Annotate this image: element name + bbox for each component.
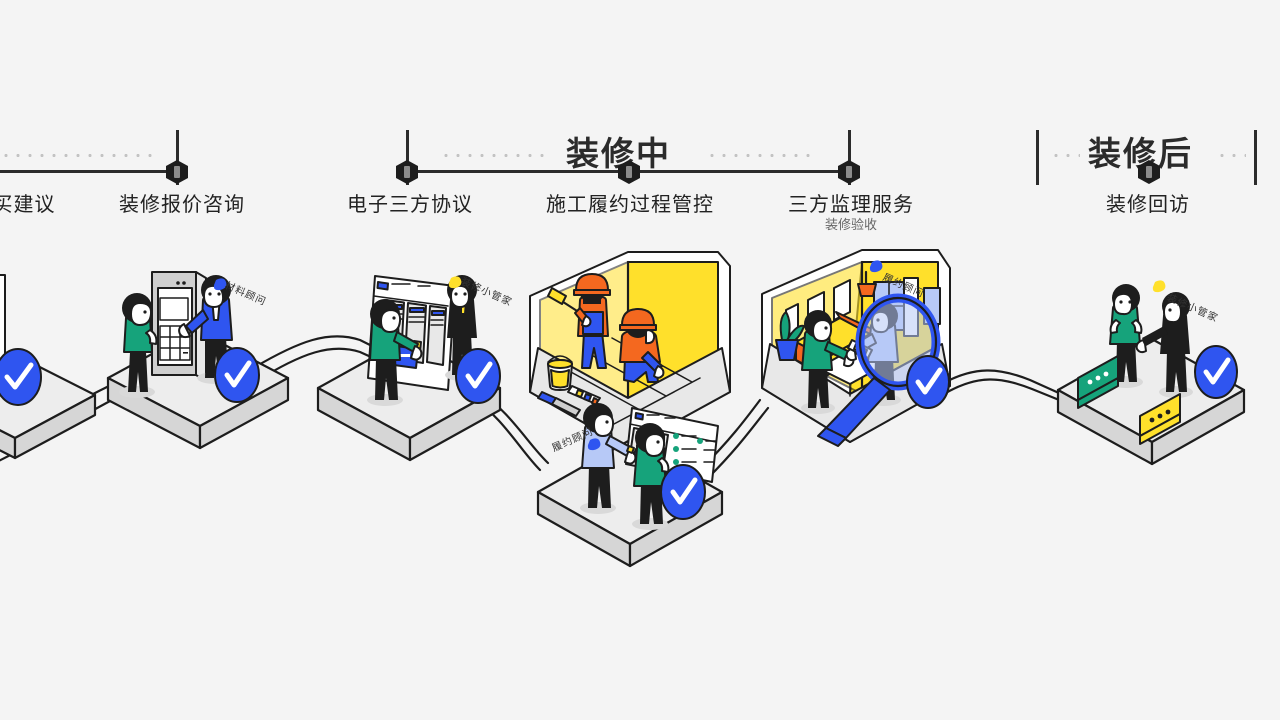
timeline-label-control: 施工履约过程管控	[546, 194, 714, 216]
magnifier-icon	[817, 293, 941, 447]
sofa	[795, 311, 875, 377]
phase-dots-right-left	[1050, 154, 1080, 157]
connector-path	[0, 335, 1076, 480]
worker-crouching	[619, 308, 665, 383]
person-advisor-2	[445, 275, 479, 381]
phase-divider-5	[1254, 130, 1257, 185]
check-badge-5	[906, 355, 950, 409]
timeline-node-revisit[interactable]	[1138, 160, 1160, 184]
phase-divider-4	[1036, 130, 1039, 185]
person-customer-2	[367, 299, 423, 406]
timeline-label-design-advice: 买建议	[0, 194, 56, 216]
phase-dots-right-right	[1216, 154, 1246, 157]
check-badge-1	[0, 348, 42, 406]
check-badge-3	[455, 348, 501, 404]
timeline-node-agreement[interactable]	[396, 160, 418, 184]
timeline: 买建议 装修报价咨询 电子三方协议 施工履约过程管控 三方监理服务 装修验收 装…	[0, 150, 1280, 245]
timeline-label-quote: 装修报价咨询	[119, 194, 245, 216]
worker-painter	[547, 273, 611, 369]
feedback-card-green	[1077, 355, 1119, 409]
phase-dots-mid-left	[440, 154, 550, 157]
timeline-node-supervision[interactable]	[838, 160, 860, 184]
feedback-card-yellow	[1139, 393, 1181, 445]
phone-device	[151, 271, 207, 382]
person-customer-5	[1109, 284, 1143, 388]
person-advisor-1	[178, 275, 233, 384]
timeline-sublabel-acceptance: 装修验收	[824, 217, 878, 232]
phase-divider-2	[406, 130, 409, 185]
check-badge-2	[214, 347, 260, 403]
phase-header-band: 装修中 装修后	[0, 60, 1280, 185]
timeline-label-supervision: 三方监理服务	[788, 194, 914, 216]
scene-revisit	[1056, 280, 1246, 466]
paint-tools	[537, 355, 601, 417]
timeline-node-quote[interactable]	[166, 160, 188, 184]
scene-process-control	[536, 403, 724, 568]
phase-divider-3	[848, 130, 851, 185]
phase-dots-left	[0, 154, 160, 157]
scene-supervision	[761, 249, 951, 447]
process-checklist-panel	[625, 407, 719, 483]
callout-renovation-butler-2: 装修小管家	[1164, 292, 1220, 325]
timeline-label-agreement: 电子三方协议	[347, 194, 473, 216]
person-customer-1	[119, 293, 158, 398]
scene-design-advice	[0, 274, 97, 460]
timeline-label-revisit: 装修回访	[1106, 194, 1190, 216]
timeline-segment-1	[0, 170, 170, 173]
callout-material-advisor: 材料顾问	[222, 280, 268, 309]
person-customer-4	[801, 310, 855, 414]
phase-divider-1	[176, 130, 179, 185]
person-customer-3	[632, 423, 670, 530]
scene-e-agreement	[316, 275, 502, 462]
scene-quote-consult	[106, 271, 290, 450]
agreement-board	[367, 275, 456, 391]
phase-title-during: 装修中	[566, 135, 671, 172]
scene-construction	[529, 251, 731, 449]
timeline-node-control[interactable]	[618, 160, 640, 184]
person-inspector	[845, 302, 901, 406]
check-badge-4	[660, 464, 706, 520]
phase-dots-mid-right	[706, 154, 816, 157]
person-advisor-4	[1135, 292, 1193, 398]
callout-performance-advisor-1: 履约顾问	[550, 426, 596, 455]
callout-renovation-butler-1: 装修小管家	[458, 276, 514, 309]
person-advisor-3	[580, 403, 641, 514]
callout-performance-advisor-2: 履约顾问	[880, 272, 926, 301]
check-badge-6	[1194, 345, 1238, 399]
